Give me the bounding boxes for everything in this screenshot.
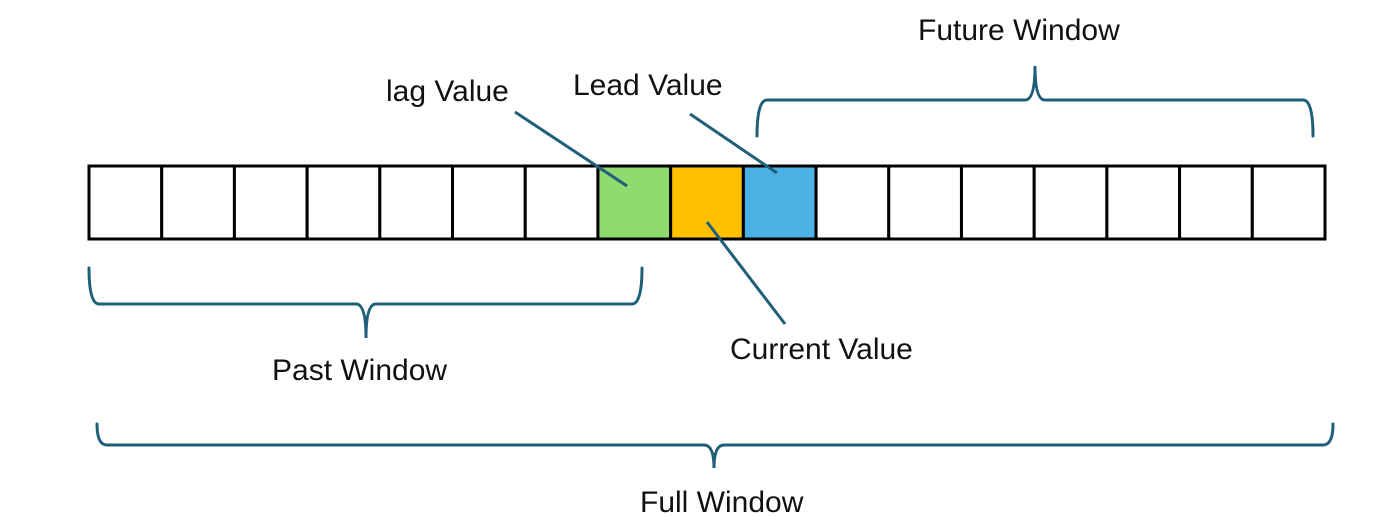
cell [451, 164, 527, 241]
lag-value-label: lag Value [386, 75, 509, 108]
cell [887, 164, 963, 241]
current-value-label: Current Value [730, 333, 913, 366]
current-value-pointer [705, 221, 787, 325]
past-window-brace [87, 266, 644, 339]
lead-value-label: Lead Value [573, 69, 723, 102]
past-window-label: Past Window [272, 354, 448, 387]
lag-value-cell [596, 164, 673, 241]
cell [1250, 164, 1327, 241]
current-value-cell [669, 164, 745, 241]
cell [814, 164, 891, 241]
cell [305, 164, 382, 241]
cell [523, 164, 600, 241]
cell [232, 164, 309, 241]
cell [1105, 164, 1182, 241]
full-window-brace [95, 422, 1335, 469]
pointer-lines [514, 110, 787, 325]
cell [1032, 164, 1109, 241]
cell-row [87, 164, 1327, 241]
cell [160, 164, 236, 241]
lead-value-cell [741, 164, 818, 241]
future-window-label: Future Window [918, 14, 1120, 47]
cell [87, 164, 164, 241]
lead-value-pointer [689, 112, 778, 175]
cell [1178, 164, 1254, 241]
full-window-label: Full Window [640, 486, 804, 519]
cell [378, 164, 455, 241]
cell [959, 164, 1036, 241]
future-window-brace [755, 65, 1315, 138]
braces [87, 65, 1335, 469]
lag-value-pointer [514, 110, 628, 188]
